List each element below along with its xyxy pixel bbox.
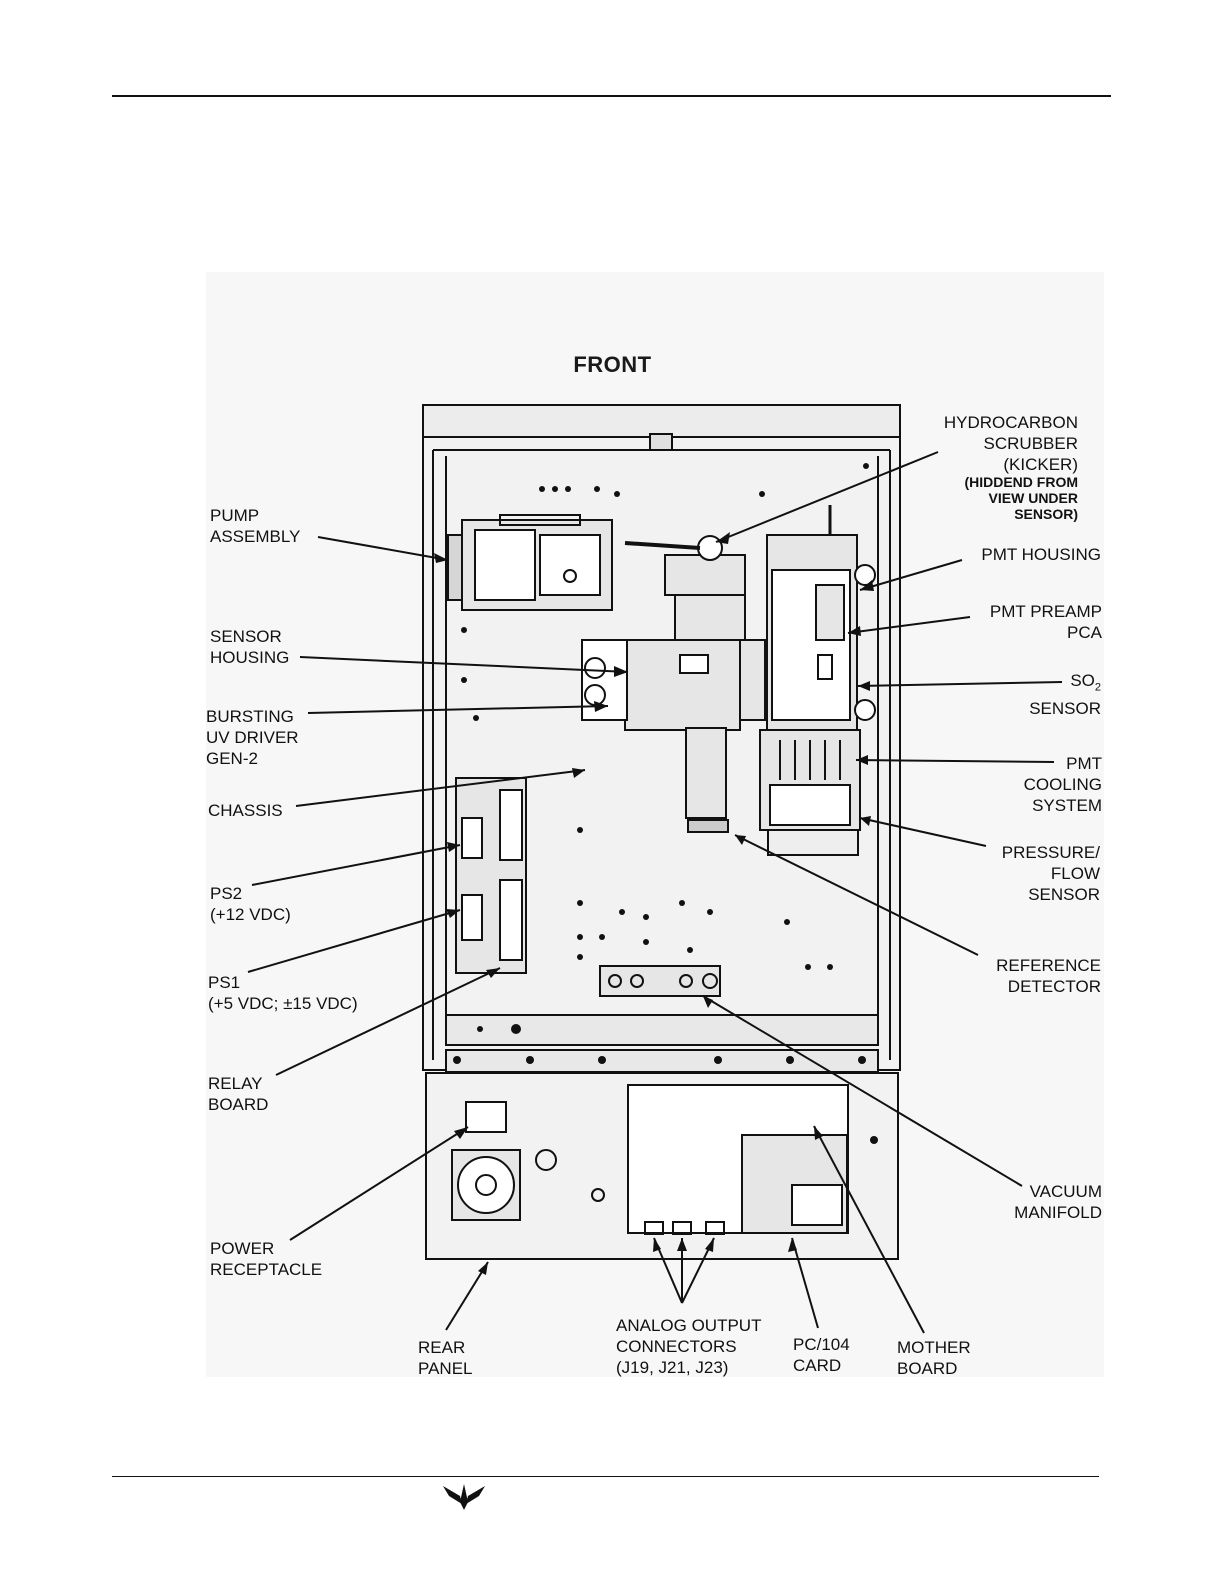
label-pressure-flow: PRESSURE/ FLOW SENSOR (1001, 843, 1100, 904)
label-reference-detector: REFERENCE DETECTOR (996, 956, 1101, 996)
label-chassis: CHASSIS (208, 801, 283, 820)
leader-pump (317, 536, 449, 561)
leader-chassis (295, 769, 586, 807)
power-supply-boards (455, 777, 527, 974)
label-vacuum-manifold: VACUUM MANIFOLD (1014, 1182, 1102, 1222)
label-mother-board: MOTHER BOARD (897, 1338, 971, 1378)
leader-so2 (857, 681, 1063, 687)
leader-reference (734, 834, 979, 956)
teledyne-logo-icon (443, 1484, 485, 1510)
leader-relay (275, 967, 501, 1076)
so2-subscript: 2 (1094, 681, 1101, 694)
chassis-top-rail (422, 404, 901, 438)
vacuum-manifold (599, 965, 721, 997)
footer-rule (112, 1476, 1099, 1477)
leader-ps2 (251, 844, 461, 886)
label-pmt-preamp: PMT PREAMP PCA (989, 602, 1102, 642)
label-pmt-housing: PMT HOUSING (981, 545, 1101, 564)
label-pc104: PC/104 CARD (793, 1335, 850, 1375)
sensor-text: SENSOR (1029, 699, 1101, 719)
leader-sensor-housing (299, 656, 629, 673)
leader-rear (445, 1261, 489, 1331)
leader-pmt-housing (859, 559, 963, 591)
label-analog-output: ANALOG OUTPUT CONNECTORS (J19, J21, J23) (616, 1316, 762, 1377)
label-relay-board: RELAY BOARD (208, 1074, 269, 1114)
leader-pmt-preamp (847, 616, 971, 634)
leader-vacuum (702, 995, 1023, 1187)
leader-bursting-uv (307, 705, 609, 714)
label-bursting-uv: BURSTING UV DRIVER GEN-2 (206, 707, 299, 768)
leader-pc104 (791, 1237, 819, 1329)
chassis-bottom-rail (445, 1014, 879, 1046)
figure-title: FRONT (573, 352, 652, 377)
label-ps2: PS2 (+12 VDC) (210, 884, 291, 924)
so2-text: SO (1070, 671, 1095, 690)
label-ps1: PS1 (+5 VDC; ±15 VDC) (208, 973, 358, 1013)
pmt-housing (766, 505, 876, 731)
pump-assembly (447, 514, 613, 611)
label-hydrocarbon-note: (HIDDEND FROM VIEW UNDER SENSOR) (964, 474, 1078, 522)
leader-mother (813, 1125, 925, 1334)
leader-power (289, 1126, 469, 1241)
leader-ps1 (247, 909, 461, 973)
label-pmt-cooling: PMT COOLING SYSTEM (1023, 754, 1102, 815)
leader-hydrocarbon (715, 451, 939, 543)
header-rule (112, 95, 1111, 97)
label-hydrocarbon-scrubber: HYDROCARBON SCRUBBER (KICKER) (943, 413, 1078, 474)
label-pump-assembly: PUMP ASSEMBLY (210, 506, 301, 546)
label-rear-panel: REAR PANEL (418, 1338, 473, 1378)
leader-pmt-cooling (855, 759, 1055, 763)
label-sensor-housing: SENSOR HOUSING (210, 627, 290, 667)
leader-pressure-flow (859, 817, 987, 847)
pmt-cooling-system (759, 729, 861, 856)
label-power-receptacle: POWER RECEPTACLE (210, 1239, 323, 1279)
chassis-top-latch (649, 433, 673, 451)
rear-panel (425, 1072, 899, 1260)
